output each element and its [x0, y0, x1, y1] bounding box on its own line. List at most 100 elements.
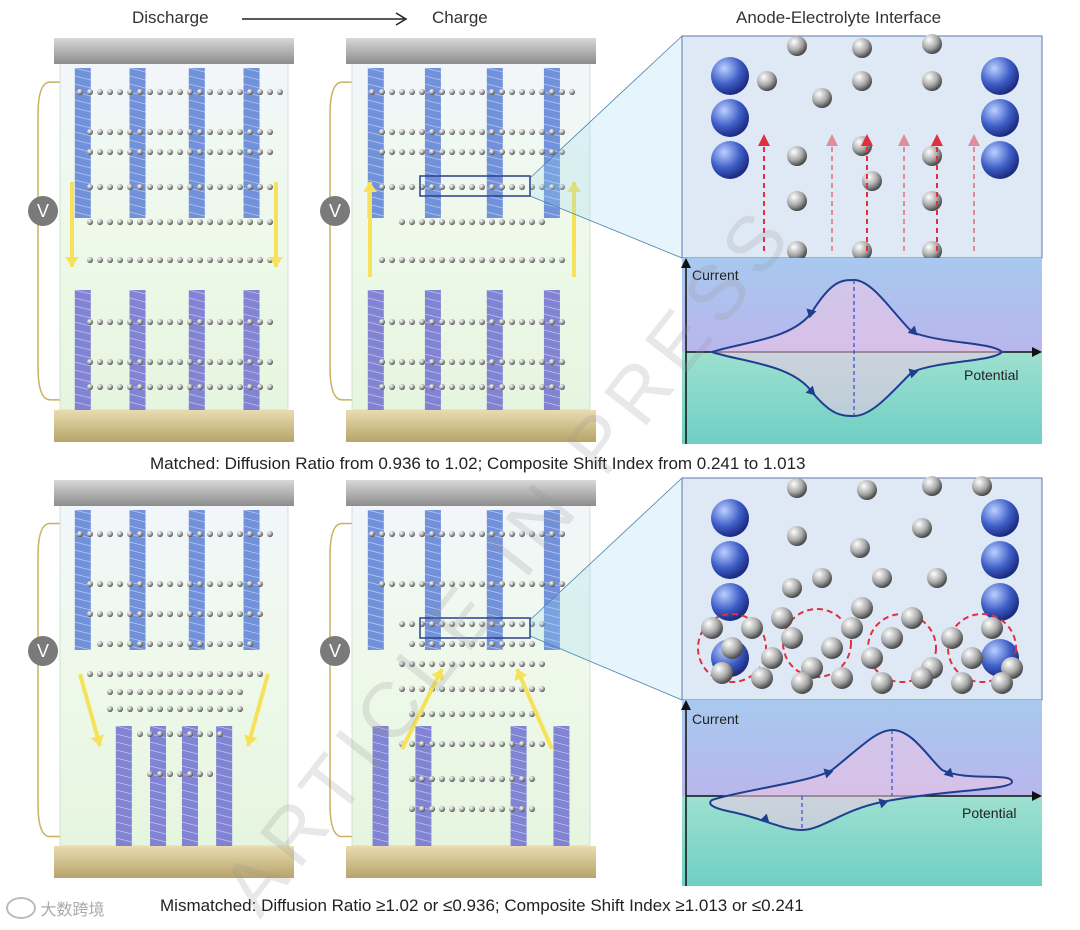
logo-icon: [6, 897, 36, 919]
lithium-ion: [499, 661, 505, 667]
lithium-ion: [137, 689, 143, 695]
lithium-ion: [951, 672, 973, 694]
lithium-ion: [499, 711, 505, 717]
lithium-ion: [237, 689, 243, 695]
lithium-ion: [257, 671, 263, 677]
lithium-ion: [197, 184, 203, 190]
lithium-ion: [469, 184, 475, 190]
lithium-ion: [479, 219, 485, 225]
anode-atom: [711, 57, 749, 95]
anode-atom: [711, 541, 749, 579]
lithium-ion: [247, 129, 253, 135]
lithium-ion: [267, 219, 273, 225]
lithium-ion: [862, 171, 882, 191]
lithium-ion: [97, 531, 103, 537]
lithium-ion: [267, 319, 273, 325]
lithium-ion: [489, 661, 495, 667]
caption-matched: Matched: Diffusion Ratio from 0.936 to 1…: [150, 454, 806, 473]
lithium-ion: [539, 257, 545, 263]
lithium-ion: [137, 731, 143, 737]
lithium-ion: [409, 621, 415, 627]
crystal-column: [115, 725, 132, 846]
lithium-ion: [137, 89, 143, 95]
lithium-ion: [449, 641, 455, 647]
lithium-ion: [439, 384, 445, 390]
lithium-ion: [419, 741, 425, 747]
lithium-ion: [419, 806, 425, 812]
lithium-ion: [187, 319, 193, 325]
lithium-ion: [499, 531, 505, 537]
lithium-ion: [499, 621, 505, 627]
ion-flux-arrow: [931, 134, 943, 251]
lithium-ion: [117, 706, 123, 712]
lithium-ion: [127, 219, 133, 225]
lithium-ion: [399, 581, 405, 587]
lithium-ion: [207, 384, 213, 390]
lithium-ion: [167, 319, 173, 325]
lithium-ion: [187, 149, 193, 155]
lithium-ion: [469, 359, 475, 365]
lithium-ion: [197, 129, 203, 135]
lithium-ion: [459, 581, 465, 587]
lithium-ion: [389, 184, 395, 190]
lithium-ion: [197, 531, 203, 537]
lithium-ion: [489, 219, 495, 225]
crystal-column: [367, 289, 384, 410]
lithium-ion: [389, 89, 395, 95]
lithium-ion: [459, 741, 465, 747]
lithium-ion: [439, 219, 445, 225]
lithium-ion: [787, 146, 807, 166]
lithium-ion: [479, 711, 485, 717]
lithium-ion: [449, 686, 455, 692]
lithium-ion: [117, 689, 123, 695]
lithium-ion: [207, 671, 213, 677]
lithium-ion: [439, 319, 445, 325]
sweep-direction-arrow: [878, 798, 889, 809]
lithium-ion: [449, 776, 455, 782]
lithium-ion: [147, 149, 153, 155]
lithium-ion: [459, 711, 465, 717]
lithium-ion: [529, 129, 535, 135]
lithium-ion: [137, 581, 143, 587]
lithium-ion: [479, 806, 485, 812]
anode-atom: [711, 99, 749, 137]
lithium-ion: [97, 89, 103, 95]
lithium-ion: [469, 149, 475, 155]
lithium-ion: [529, 184, 535, 190]
lithium-ion: [469, 776, 475, 782]
lithium-ion: [459, 129, 465, 135]
lithium-ion: [559, 149, 565, 155]
lithium-ion: [379, 184, 385, 190]
lithium-ion: [519, 661, 525, 667]
lithium-ion: [519, 776, 525, 782]
lithium-ion: [499, 806, 505, 812]
lithium-ion: [519, 129, 525, 135]
lithium-ion: [197, 89, 203, 95]
lithium-ion: [237, 257, 243, 263]
lithium-ion: [137, 671, 143, 677]
lithium-ion: [247, 384, 253, 390]
lithium-ion: [97, 219, 103, 225]
circuit-wire: [37, 81, 70, 401]
lithium-ion: [499, 319, 505, 325]
lithium-ion: [257, 359, 263, 365]
lithium-ion: [469, 531, 475, 537]
lithium-ion: [459, 359, 465, 365]
lithium-ion: [187, 581, 193, 587]
lithium-ion: [409, 129, 415, 135]
lithium-ion: [429, 129, 435, 135]
lithium-ion: [499, 257, 505, 263]
lithium-ion: [922, 34, 942, 54]
lithium-ion: [831, 667, 853, 689]
lithium-ion: [217, 671, 223, 677]
lithium-ion: [479, 129, 485, 135]
lithium-ion: [389, 319, 395, 325]
lithium-ion: [559, 531, 565, 537]
bottom-current-collector: [54, 846, 294, 878]
lithium-ion: [419, 531, 425, 537]
lithium-ion: [761, 647, 783, 669]
lithium-ion: [217, 89, 223, 95]
crystal-column: [543, 509, 561, 651]
anode-atom: [981, 499, 1019, 537]
lithium-ion: [429, 581, 435, 587]
